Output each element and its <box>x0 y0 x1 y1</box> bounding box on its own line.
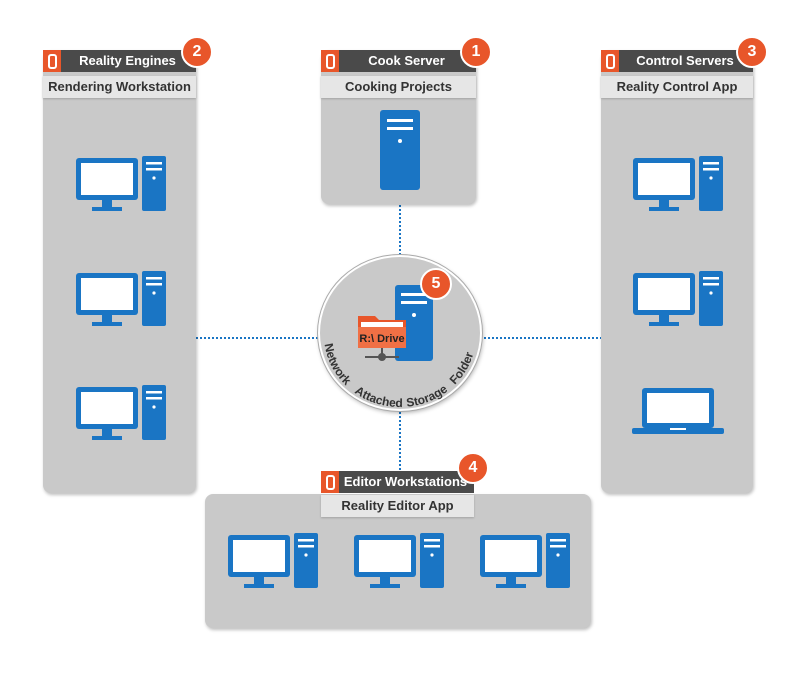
link-nas-control <box>480 337 602 339</box>
link-nas-editor <box>399 408 401 470</box>
desktop-workstation-icon <box>76 156 166 211</box>
engines-header: Reality Engines <box>43 50 196 72</box>
server-tower-icon <box>380 110 420 190</box>
engines-badge: 2 <box>181 36 213 68</box>
desktop-workstation-icon <box>76 271 166 326</box>
cook-badge: 1 <box>460 36 492 68</box>
editor-subtitle: Reality Editor App <box>321 495 474 517</box>
desktop-workstation-icon <box>76 385 166 440</box>
desktop-workstation-icon <box>633 156 723 211</box>
brand-logo-icon <box>321 50 339 72</box>
desktop-workstation-icon <box>354 533 444 588</box>
desktop-workstation-icon <box>228 533 318 588</box>
svg-text:Network: Network <box>322 342 355 388</box>
cook-subtitle: Cooking Projects <box>321 76 476 98</box>
brand-logo-icon <box>601 50 619 72</box>
desktop-workstation-icon <box>633 271 723 326</box>
editor-title: Editor Workstations <box>343 474 468 489</box>
nas-ring-label: Network Attached Storage Folder <box>322 342 477 410</box>
laptop-icon <box>632 388 724 434</box>
ring-word: Network <box>322 342 355 388</box>
link-engines-nas <box>196 337 318 339</box>
cook-title: Cook Server <box>368 53 445 68</box>
editor-badge: 4 <box>457 452 489 484</box>
network-folder-icon <box>358 316 406 361</box>
ring-word: Folder <box>447 350 477 387</box>
link-cook-nas <box>399 205 401 255</box>
control-badge: 3 <box>736 36 768 68</box>
control-header: Control Servers <box>601 50 753 72</box>
nas-drive-label: R:\ Drive <box>359 333 405 345</box>
engines-title: Reality Engines <box>79 53 176 68</box>
ring-word: Storage <box>405 382 450 410</box>
engines-subtitle: Rendering Workstation <box>43 76 196 98</box>
svg-text:Attached: Attached <box>353 383 403 410</box>
nas-badge: 5 <box>420 268 452 300</box>
editor-header: Editor Workstations <box>321 471 474 493</box>
control-title: Control Servers <box>636 53 734 68</box>
ring-word: Attached <box>353 383 403 410</box>
desktop-workstation-icon <box>480 533 570 588</box>
svg-text:Folder: Folder <box>447 350 477 387</box>
brand-logo-icon <box>321 471 339 493</box>
cook-header: Cook Server <box>321 50 476 72</box>
svg-text:Storage: Storage <box>405 382 450 410</box>
brand-logo-icon <box>43 50 61 72</box>
control-subtitle: Reality Control App <box>601 76 753 98</box>
